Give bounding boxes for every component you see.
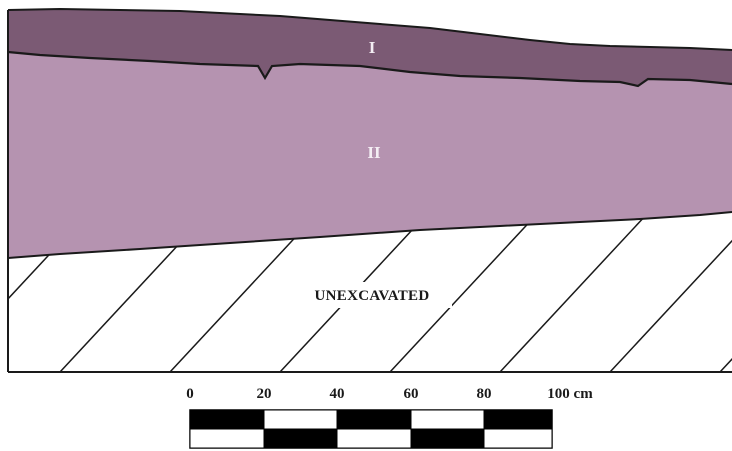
- hatch-line: [499, 212, 661, 372]
- layer-ii-area: [8, 52, 732, 258]
- scale-tick-label: 60: [404, 386, 419, 402]
- scale-bar-segment: [336, 409, 412, 430]
- scale-tick-label: 0: [186, 386, 194, 402]
- scale-bar-segment: [263, 409, 338, 430]
- scale-tick-label: 40: [330, 386, 345, 402]
- layer-ii-label: II: [367, 143, 381, 162]
- scale-bar-segment: [263, 428, 338, 449]
- scale-bar-segment: [410, 428, 485, 449]
- hatch-line: [389, 212, 551, 372]
- scale-tick-label: 20: [257, 386, 272, 402]
- scale-tick-label: 80: [477, 386, 492, 402]
- scale-tick-label: 100 cm: [547, 386, 593, 402]
- scale-bar-segment: [336, 428, 412, 449]
- scale-bar-segment: [189, 428, 265, 449]
- unexcavated-label-backdrop: [292, 282, 452, 308]
- scale-bar-segment: [410, 409, 485, 430]
- surface-line: [7, 7, 732, 51]
- scale-bar-segment: [189, 409, 265, 430]
- hatch-line: [609, 212, 732, 372]
- unexcavated-hatching: [8, 212, 732, 372]
- unexcavated-label: UNEXCAVATED: [315, 288, 430, 304]
- layer-boundary-i-ii: [7, 50, 732, 88]
- layer-i-area: [8, 9, 732, 86]
- scale-bar: 0 20 40 60 80 100 cm: [186, 386, 593, 449]
- layer-boundary-ii-unexcavated: [7, 211, 732, 259]
- scale-bar-segment: [483, 428, 553, 449]
- scale-bar-segment: [483, 409, 553, 430]
- layer-i-label: I: [369, 38, 376, 57]
